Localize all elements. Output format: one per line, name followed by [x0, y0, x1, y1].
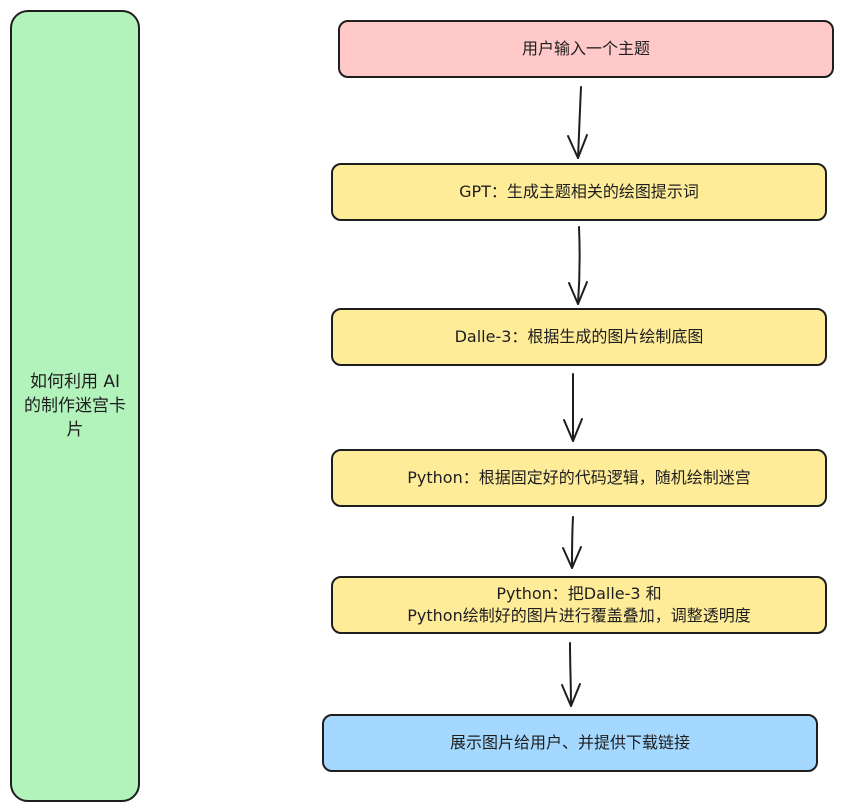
- step-2-label: GPT：生成主题相关的绘图提示词: [459, 182, 699, 201]
- step-6-show-download: 展示图片给用户、并提供下载链接: [322, 714, 818, 772]
- arrow-3-to-4: [563, 373, 583, 442]
- step-5-label: Python：把Dalle-3 和 Python绘制好的图片进行覆盖叠加，调整透明…: [407, 583, 750, 627]
- step-2-gpt-prompt: GPT：生成主题相关的绘图提示词: [331, 163, 827, 221]
- step-4-python-maze: Python：根据固定好的代码逻辑，随机绘制迷宫: [331, 449, 827, 507]
- step-5-label-line-1: Python：把Dalle-3 和: [496, 584, 662, 603]
- step-4-label: Python：根据固定好的代码逻辑，随机绘制迷宫: [407, 468, 751, 487]
- arrow-4-to-5: [562, 516, 582, 569]
- diagram-title-box: 如何利用 AI 的制作迷宫卡片: [10, 10, 140, 802]
- arrow-5-to-6: [561, 642, 581, 707]
- step-3-dalle-base: Dalle-3：根据生成的图片绘制底图: [331, 308, 827, 366]
- step-5-label-line-2: Python绘制好的图片进行覆盖叠加，调整透明度: [407, 606, 751, 625]
- arrow-1-to-2: [567, 86, 588, 159]
- step-1-label: 用户输入一个主题: [521, 39, 650, 58]
- arrow-2-to-3: [568, 226, 588, 305]
- step-1-user-input: 用户输入一个主题: [338, 20, 834, 78]
- step-3-label: Dalle-3：根据生成的图片绘制底图: [454, 327, 704, 346]
- diagram-title: 如何利用 AI 的制作迷宫卡片: [24, 372, 126, 440]
- step-6-label: 展示图片给用户、并提供下载链接: [449, 733, 690, 752]
- step-5-python-overlay: Python：把Dalle-3 和 Python绘制好的图片进行覆盖叠加，调整透明…: [331, 576, 827, 634]
